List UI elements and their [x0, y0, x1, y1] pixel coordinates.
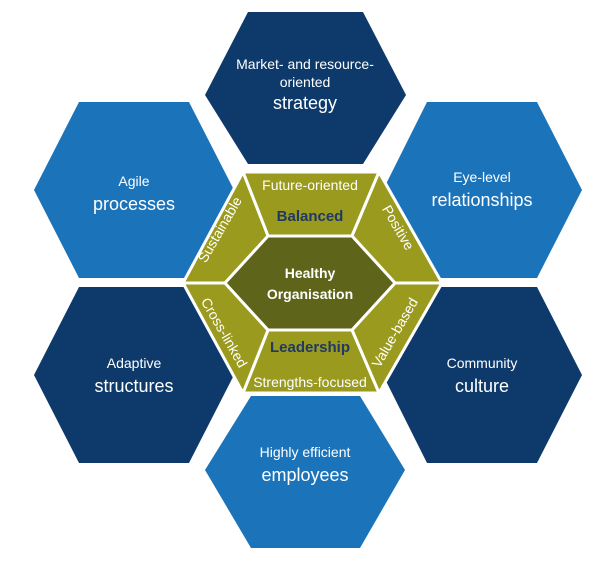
inner-ring [180, 168, 445, 397]
ring-label-strengths-focused: Strengths-focused [253, 374, 367, 390]
hex-processes-main: processes [93, 194, 175, 214]
ring-label-future-oriented: Future-oriented [262, 177, 358, 193]
hex-employees: Highly efficient employees [205, 396, 405, 548]
hex-culture-main: culture [455, 376, 509, 396]
hex-strategy-main: strategy [273, 93, 337, 113]
hex-relationships-main: relationships [431, 190, 532, 210]
hex-strategy-line1: Market- and resource- [236, 56, 374, 72]
hex-structures: Adaptive structures [34, 287, 234, 463]
hex-processes-line1: Agile [118, 173, 149, 189]
hex-structures-main: structures [94, 376, 173, 396]
hex-strategy-line2: oriented [280, 74, 331, 90]
hex-structures-line1: Adaptive [107, 355, 162, 371]
hex-relationships: Eye-level relationships [383, 102, 582, 278]
hex-relationships-line1: Eye-level [453, 169, 511, 185]
hex-employees-main: employees [261, 465, 348, 485]
hex-strategy: Market- and resource- oriented strategy [205, 12, 406, 164]
ring-label-leadership: Leadership [270, 339, 350, 356]
hex-employees-line1: Highly efficient [260, 444, 351, 460]
hex-culture-line1: Community [447, 355, 518, 371]
center-label-line2: Organisation [267, 286, 353, 302]
center-label-line1: Healthy [285, 265, 336, 281]
hex-processes: Agile processes [34, 102, 234, 278]
hex-culture: Community culture [383, 287, 582, 463]
center-hex [222, 234, 398, 332]
ring-label-balanced: Balanced [277, 208, 344, 225]
